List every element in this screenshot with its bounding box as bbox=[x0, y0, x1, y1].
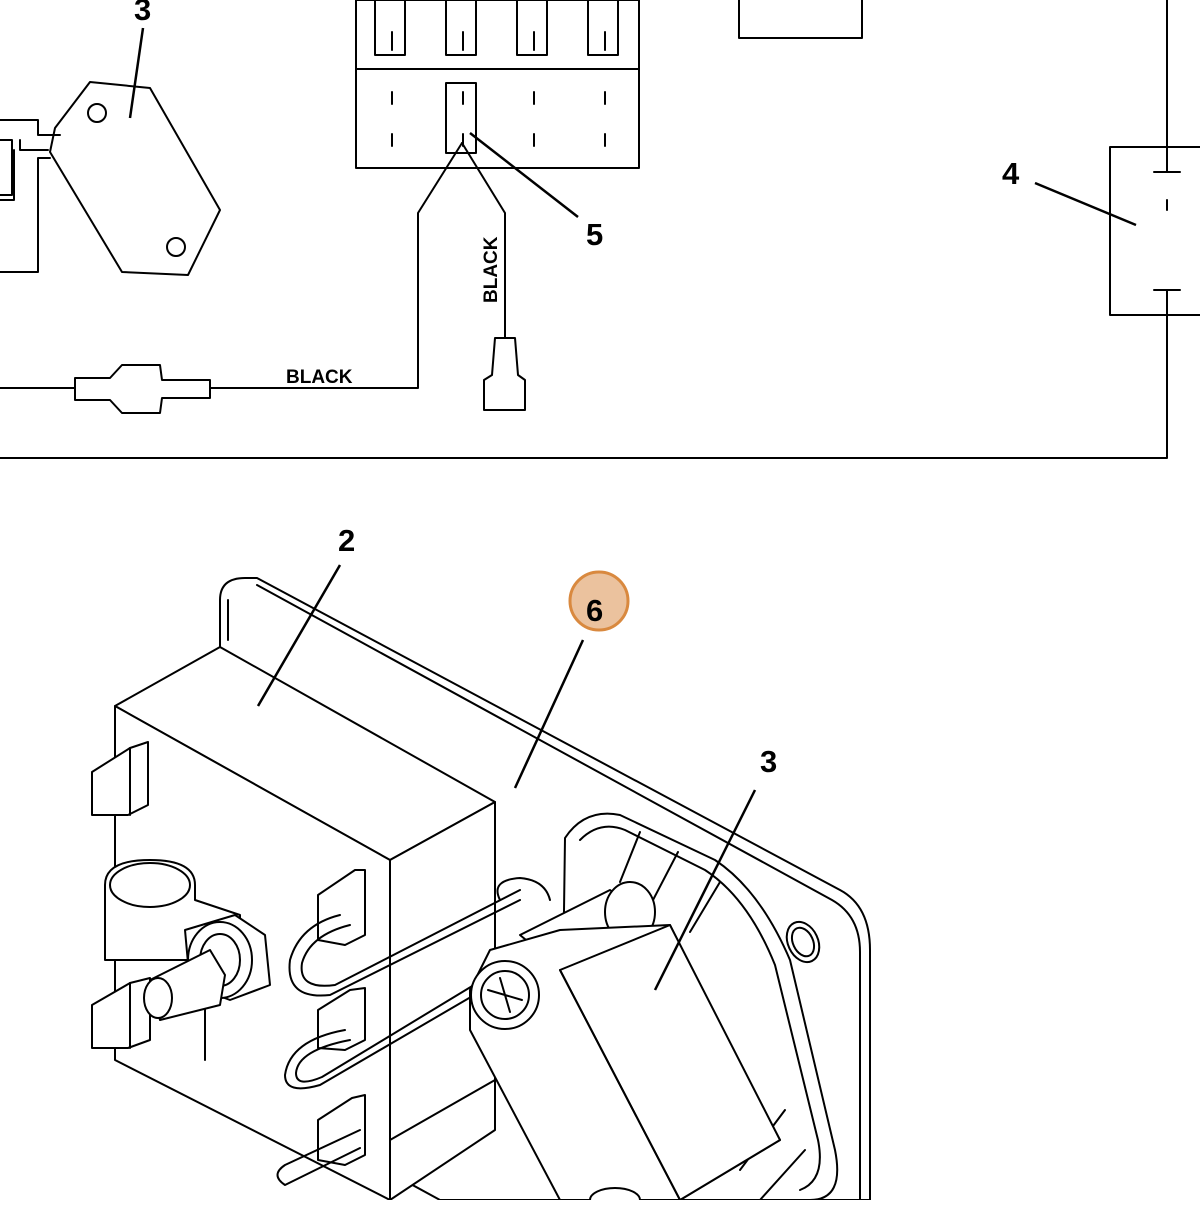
leader-line-bottom-6 bbox=[513, 639, 585, 789]
spade-tab-upper-left bbox=[91, 741, 149, 816]
leader-line-top-4 bbox=[1034, 181, 1137, 227]
micro-switch bbox=[469, 881, 781, 1205]
callout-top-5: 5 bbox=[586, 217, 603, 252]
top-part-4-box bbox=[0, 0, 1200, 459]
spade-connector bbox=[483, 337, 526, 411]
leader-line-bottom-2 bbox=[256, 564, 342, 707]
black-wire-horizontal bbox=[209, 142, 463, 389]
top-part-3-plate bbox=[0, 81, 221, 276]
wiring-schematic: 3 5 bbox=[0, 0, 1200, 459]
callout-bottom-2: 2 bbox=[338, 523, 355, 558]
black-wire-vertical bbox=[461, 142, 506, 339]
spade-tab-lower-left bbox=[91, 977, 151, 1049]
highlight-circle[interactable] bbox=[568, 570, 630, 632]
callout-top-3: 3 bbox=[134, 0, 151, 27]
harness-wires bbox=[276, 877, 551, 1186]
assembly-illustration: 2 3 6 bbox=[91, 523, 871, 1205]
callout-bottom-3: 3 bbox=[760, 744, 777, 779]
relay-tabs-right bbox=[317, 869, 366, 1166]
wire-label-vertical: BLACK bbox=[481, 236, 502, 303]
leader-line-top-5 bbox=[469, 132, 579, 218]
leader-line-top-3 bbox=[128, 27, 145, 119]
callout-top-4: 4 bbox=[1002, 156, 1020, 191]
callout-bottom-6: 6 bbox=[586, 593, 603, 628]
callout-6-highlight[interactable]: 6 bbox=[568, 570, 630, 632]
clamp-and-stud bbox=[104, 859, 271, 1021]
wire-label-horizontal: BLACK bbox=[286, 367, 353, 388]
terminal-block bbox=[355, 0, 640, 169]
inline-connector bbox=[0, 364, 211, 414]
leader-line-bottom-3 bbox=[653, 789, 757, 991]
top-box-partial bbox=[738, 0, 863, 39]
